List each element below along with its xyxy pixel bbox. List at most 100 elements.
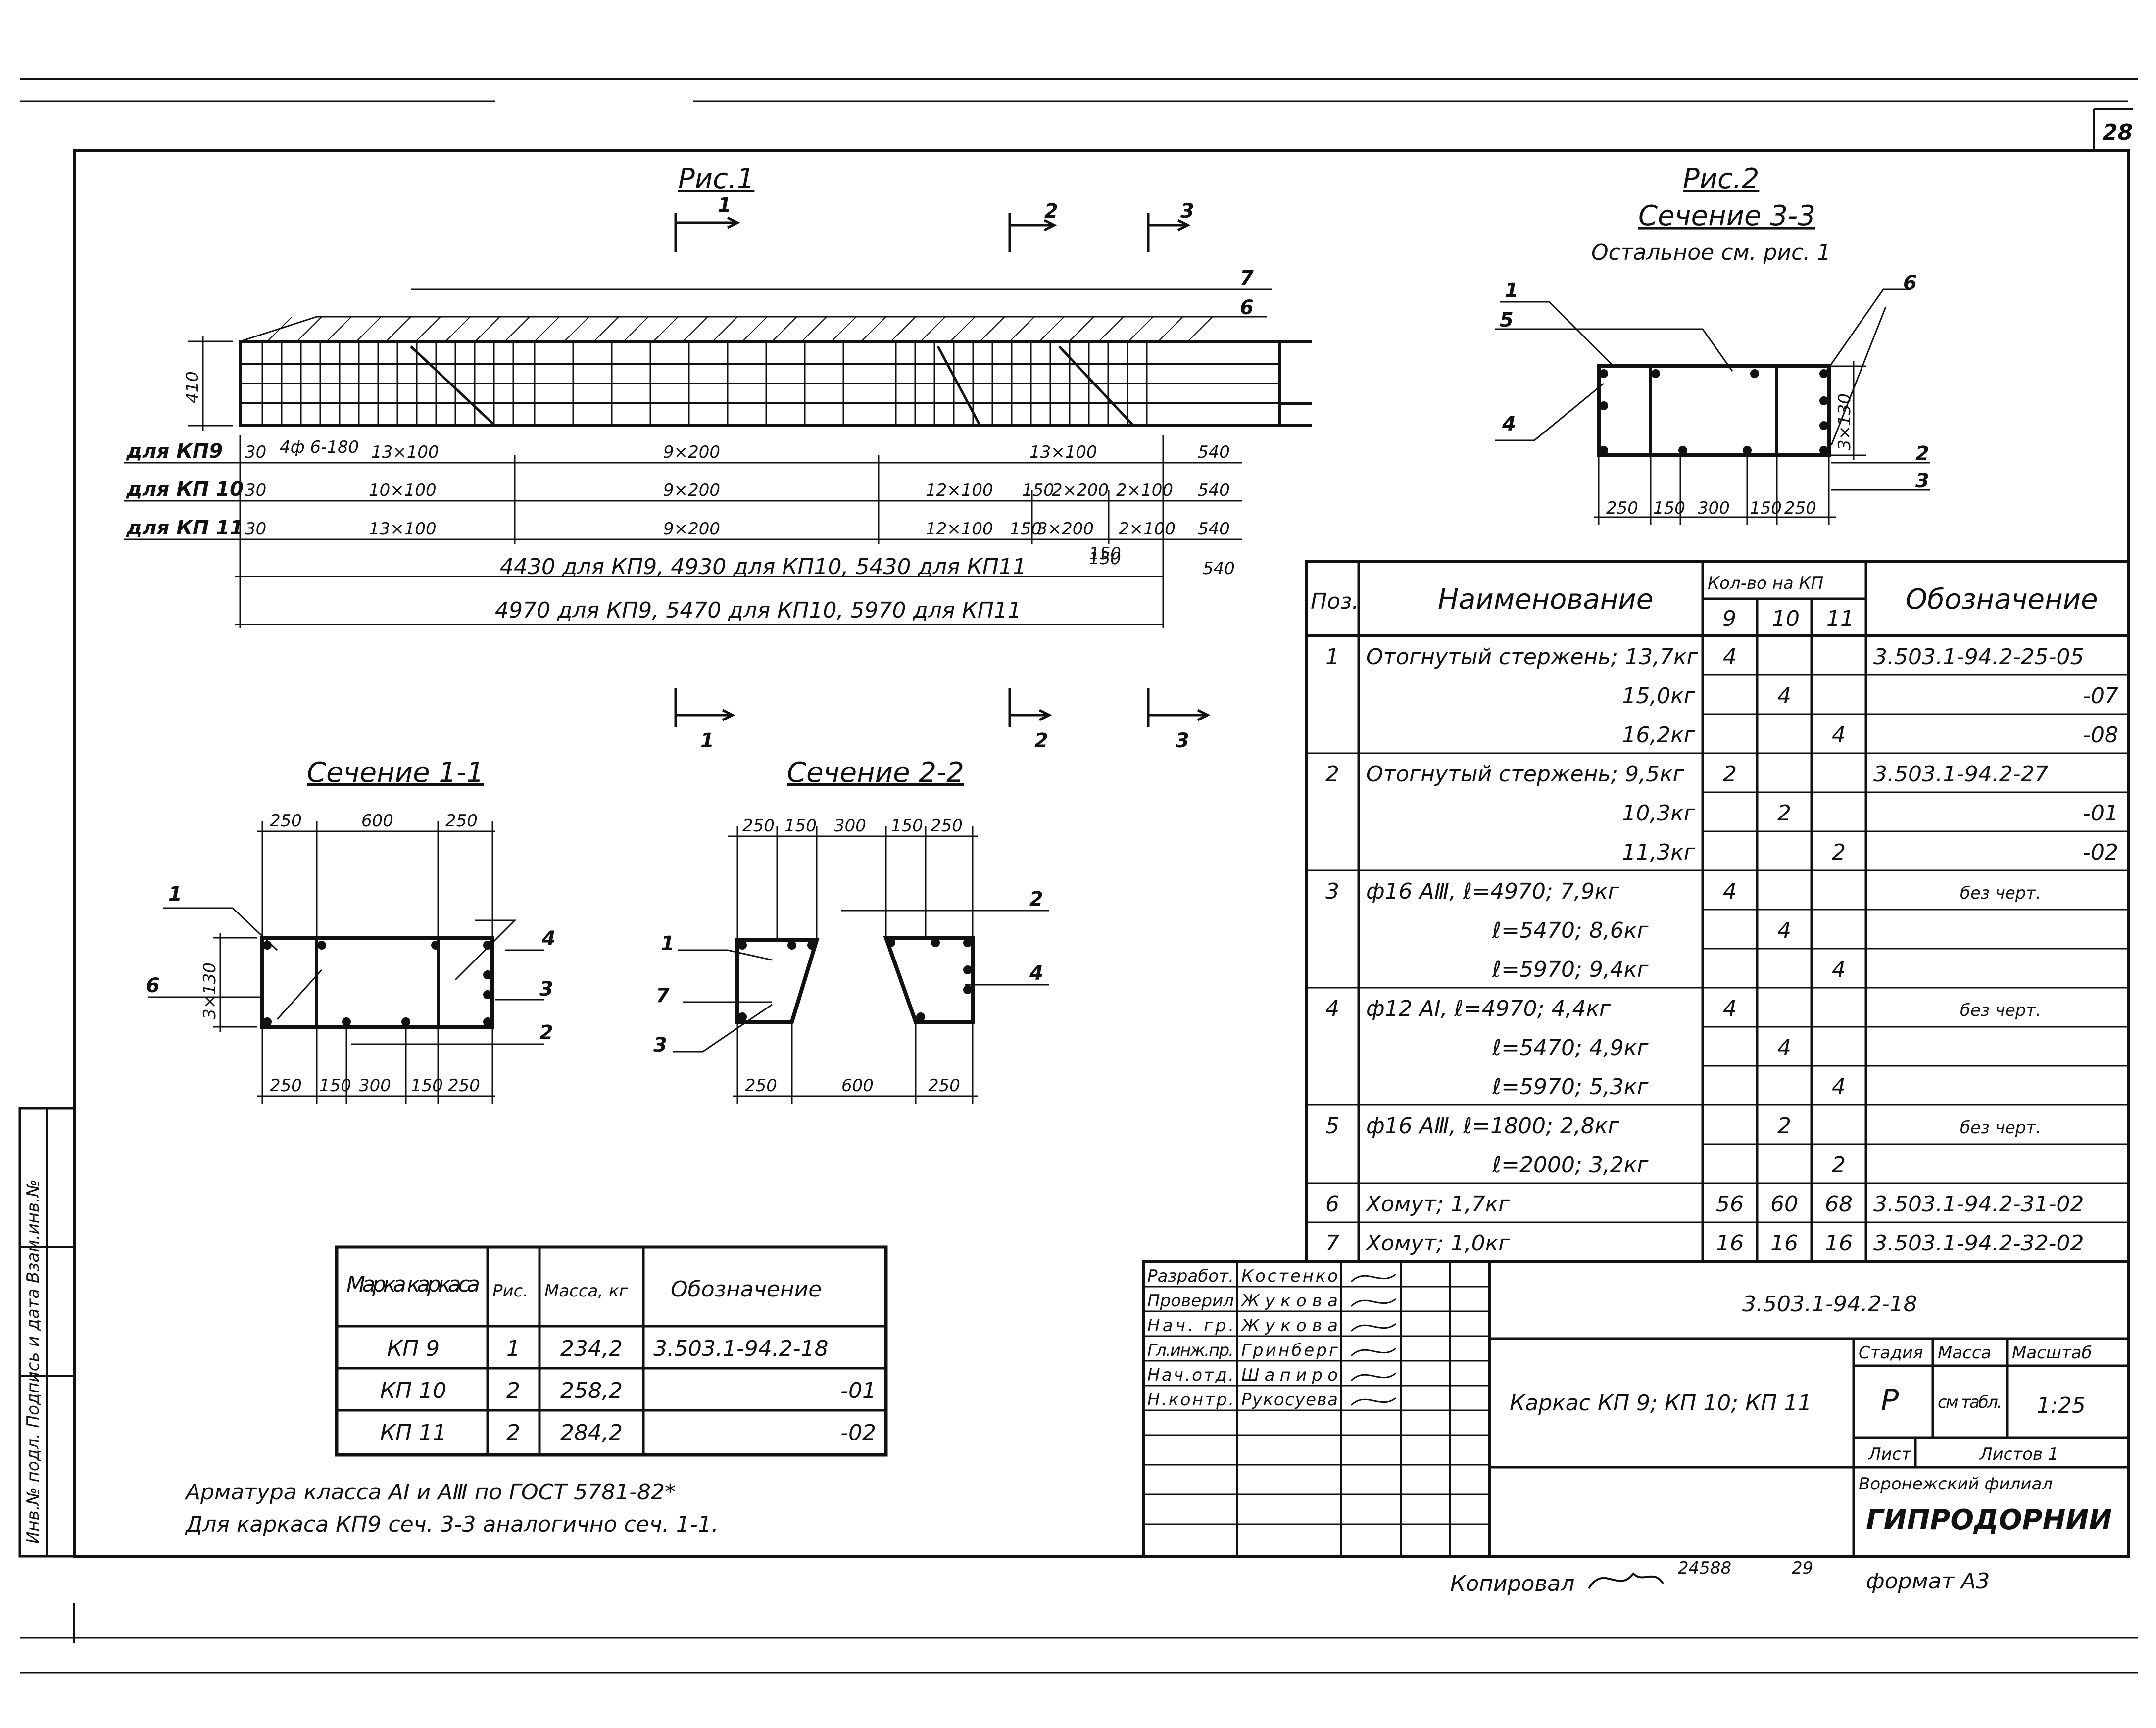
sec22-drawing xyxy=(673,826,1049,1104)
spec-row-7-name: ℓ=5470; 8,6кг xyxy=(1492,918,1649,943)
person-1-name: Жукова xyxy=(1240,1291,1338,1311)
bottom-scan-line xyxy=(20,1637,2138,1674)
spec-row-14-name: Хомут; 1,7кг xyxy=(1365,1192,1510,1217)
section-mark-3 xyxy=(1147,213,1191,252)
sec22-label-3: 3 xyxy=(653,1034,667,1056)
dim-extra-150: 150 xyxy=(1089,549,1121,569)
dim-row-2-cell-1: 13×100 xyxy=(369,519,437,539)
section-mark-2 xyxy=(1008,213,1057,252)
spec-row-4-q10: 2 xyxy=(1777,801,1791,826)
note-line-2: Для каркаса КП9 сеч. 3-3 аналогично сеч.… xyxy=(185,1512,719,1537)
sec11-title: Сечение 1-1 xyxy=(307,757,484,789)
spec-row-5-name: 11,3кг xyxy=(1622,840,1696,865)
dim-row-2-cell-4: 150 xyxy=(1010,519,1042,539)
person-5-name: Рукосуева xyxy=(1241,1390,1338,1410)
doc-code: 3.503.1-94.2-18 xyxy=(1742,1292,1917,1317)
sec22-top-dim-1: 150 xyxy=(784,816,817,836)
stage-header: Стадия xyxy=(1859,1343,1923,1363)
dim-row-1-cell-5: 2×200 xyxy=(1052,480,1109,500)
spec-row-7-q10: 4 xyxy=(1777,918,1791,943)
sec11-bot-dim-0: 250 xyxy=(270,1076,302,1096)
spec-row-15-pos: 7 xyxy=(1325,1231,1339,1256)
section-mark-1-label: 1 xyxy=(718,194,732,217)
copied-by: Копировал xyxy=(1450,1571,1574,1596)
scale-header: Масштаб xyxy=(2012,1343,2092,1363)
spec-row-5-des: -02 xyxy=(2083,840,2118,865)
total-length-1-right: 540 xyxy=(1203,559,1235,578)
spec-header-q10: 10 xyxy=(1772,606,1800,631)
section-mark-1-lower-label: 1 xyxy=(700,729,714,752)
marks-row-0-fig: 1 xyxy=(506,1336,520,1361)
sec22-top-dim-0: 250 xyxy=(742,816,775,836)
sec22-label-1: 1 xyxy=(661,932,675,955)
person-4-name: Шапиро xyxy=(1241,1365,1338,1385)
title-block-grid xyxy=(1142,1260,2130,1558)
person-4-role: Нач.отд. xyxy=(1147,1365,1234,1385)
spec-row-15-q10: 16 xyxy=(1770,1231,1798,1256)
spec-row-10-q10: 4 xyxy=(1777,1035,1791,1060)
spec-row-9-des: без черт. xyxy=(1960,1001,2041,1020)
fig2-dim-2: 300 xyxy=(1698,498,1730,518)
spec-row-12-name: ф16 AⅢ, ℓ=1800; 2,8кг xyxy=(1366,1113,1619,1139)
spec-header-q11: 11 xyxy=(1826,606,1854,631)
sec11-label-4: 4 xyxy=(541,927,556,950)
spec-row-1-q10: 4 xyxy=(1777,683,1791,709)
sec22-top-dim-2: 300 xyxy=(834,816,866,836)
marks-row-0-mark: КП 9 xyxy=(387,1336,440,1361)
spec-row-0-pos: 1 xyxy=(1325,644,1339,670)
drawing-border xyxy=(73,149,2130,1558)
doc-name: Каркас КП 9; КП 10; КП 11 xyxy=(1510,1391,1812,1416)
marks-row-2-fig: 2 xyxy=(506,1420,520,1445)
spec-row-12-q10: 2 xyxy=(1777,1113,1791,1139)
spec-row-14-q11: 68 xyxy=(1825,1192,1853,1217)
spec-row-11-name: ℓ=5970; 5,3кг xyxy=(1492,1074,1649,1100)
spec-row-8-q11: 4 xyxy=(1832,957,1846,982)
marks-row-1-mark: КП 10 xyxy=(380,1378,446,1403)
sec11-drawing xyxy=(148,821,544,1104)
person-5-role: Н.контр. xyxy=(1147,1390,1234,1410)
marks-table-grid xyxy=(335,1245,888,1457)
spec-row-6-des: без черт. xyxy=(1960,883,2041,903)
fig2-label-5: 5 xyxy=(1500,309,1514,332)
marks-row-1-mass: 258,2 xyxy=(560,1378,623,1403)
spec-row-1-name: 15,0кг xyxy=(1622,683,1696,709)
sec11-label-6: 6 xyxy=(146,974,160,997)
dim-row-2-label: для КП 11 xyxy=(126,517,244,539)
pos6-label: 6 xyxy=(1240,296,1254,319)
spec-row-0-des: 3.503.1-94.2-25-05 xyxy=(1873,644,2084,670)
copied-number: 24588 xyxy=(1678,1558,1731,1578)
sec22-label-4: 4 xyxy=(1029,962,1043,985)
person-2-name: Жукова xyxy=(1240,1316,1338,1336)
pos7-label: 7 xyxy=(1240,267,1254,289)
section-mark-2-lower xyxy=(1008,688,1052,727)
sec11-bot-dim-1: 150 xyxy=(319,1076,351,1096)
scale-value: 1:25 xyxy=(2037,1393,2086,1418)
sec11-bot-dim-3: 150 xyxy=(411,1076,443,1096)
dim-row-1-cell-1: 10×100 xyxy=(369,480,437,500)
spec-row-3-pos: 2 xyxy=(1325,762,1339,787)
fig2-dim-4: 250 xyxy=(1784,498,1816,518)
person-0-name: Костенко xyxy=(1241,1266,1338,1286)
fig2-label-6: 6 xyxy=(1903,272,1917,294)
sec22-bot-dim-0: 250 xyxy=(745,1076,777,1096)
page-number: 28 xyxy=(2103,120,2133,145)
dim-row-1-cell-6: 2×100 xyxy=(1116,480,1173,500)
dim-row-2-cell-5: 3×200 xyxy=(1037,519,1094,539)
sec11-top-dim-1: 600 xyxy=(361,811,393,831)
dim-row-1-cell-7: 540 xyxy=(1198,480,1230,500)
dim-row-1-cell-4: 150 xyxy=(1022,480,1054,500)
spec-row-15-q11: 16 xyxy=(1825,1231,1853,1256)
marks-row-2-mark: КП 11 xyxy=(380,1420,446,1445)
dim-row-2-cell-7: 2×100 xyxy=(1119,519,1176,539)
sec22-label-2: 2 xyxy=(1029,888,1043,911)
fig2-dim-0: 250 xyxy=(1606,498,1638,518)
sheet-header: Лист xyxy=(1867,1444,1911,1464)
spec-row-6-name: ф16 AⅢ, ℓ=4970; 7,9кг xyxy=(1366,879,1619,904)
height-dim-410: 410 xyxy=(183,371,202,403)
dim-row-2-cell-2: 9×200 xyxy=(663,519,720,539)
spec-row-14-q9: 56 xyxy=(1716,1192,1744,1217)
section-mark-1 xyxy=(674,213,740,252)
spec-header-des: Обозначение xyxy=(1906,583,2098,616)
